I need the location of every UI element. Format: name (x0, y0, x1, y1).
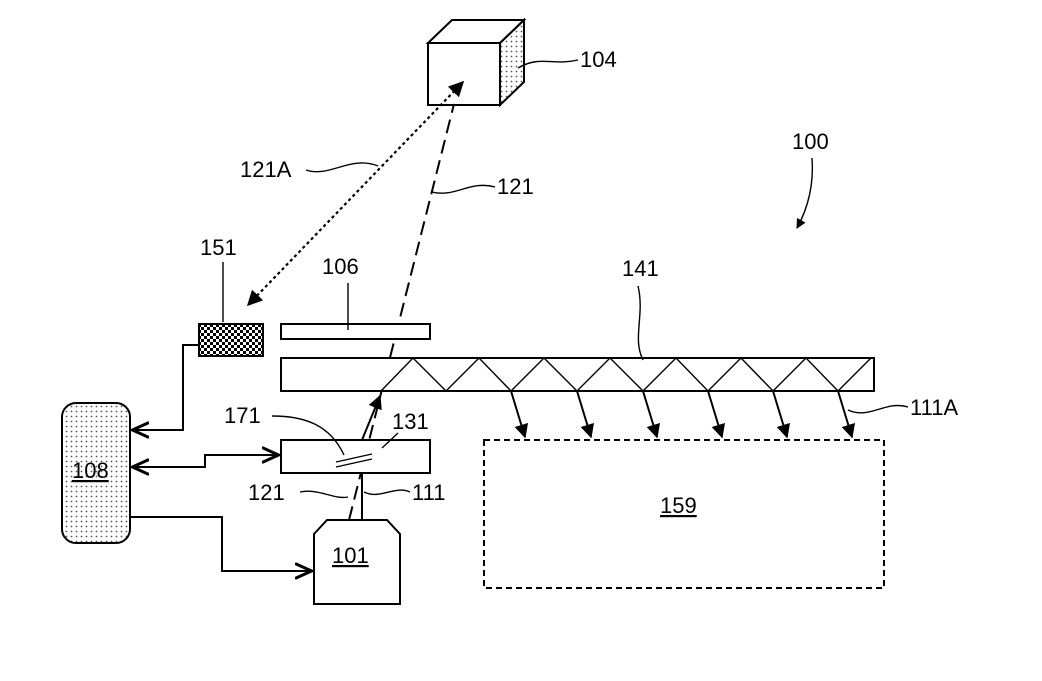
leader-141 (637, 285, 644, 361)
leader-121A (305, 162, 379, 173)
leader-131 (381, 432, 399, 449)
label-121-top: 121 (497, 174, 534, 199)
label-121-bottom: 121 (248, 480, 285, 505)
output-rays-111A (510, 390, 856, 439)
signal-108-to-131 (134, 455, 277, 467)
beam-121A-dotted (246, 80, 465, 307)
label-100: 100 (792, 129, 829, 154)
component-141-waveguide (280, 357, 875, 392)
arrow-100 (796, 157, 814, 229)
leader-104 (517, 59, 579, 69)
component-159-region (483, 439, 885, 589)
label-159: 159 (660, 493, 697, 518)
label-106: 106 (322, 254, 359, 279)
beam-111-up-arrow (361, 394, 382, 441)
leader-111A (847, 404, 909, 414)
leader-121-bottom (299, 490, 349, 499)
label-104: 104 (580, 47, 617, 72)
component-101-source (313, 519, 401, 605)
label-101: 101 (332, 543, 369, 568)
label-108: 108 (72, 458, 109, 483)
label-141: 141 (622, 256, 659, 281)
label-171: 171 (224, 403, 261, 428)
label-131: 131 (392, 409, 429, 434)
component-108-controller (61, 402, 131, 544)
label-111: 111 (412, 480, 445, 505)
component-104-cube (425, 17, 527, 108)
element-171-mark (335, 453, 373, 468)
leader-111 (363, 489, 411, 496)
signal-108-to-101 (130, 516, 310, 571)
signal-151-to-108 (134, 344, 199, 430)
leader-121-top (431, 184, 496, 194)
leader-171 (271, 415, 345, 456)
component-106-plate (280, 323, 431, 340)
component-151-sensor (198, 323, 264, 357)
label-151: 151 (200, 235, 237, 260)
label-121A: 121A (240, 157, 292, 182)
component-131-coupler (280, 439, 431, 474)
label-111A: 111A (910, 395, 958, 420)
